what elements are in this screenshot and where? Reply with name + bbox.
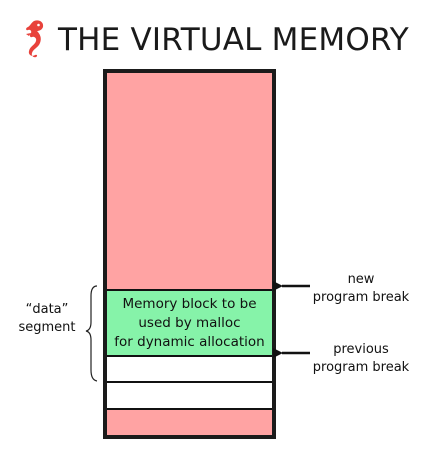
malloc-label-line-1: Memory block to be [122,295,257,312]
seahorse-icon [26,20,44,58]
new-break-line-2: program break [312,290,410,305]
data-block-2 [107,381,272,410]
page-title: THE VIRTUAL MEMORY [58,22,409,58]
malloc-memory-block: Memory block to be used by malloc for dy… [107,289,272,357]
previous-break-line-2: program break [312,360,410,375]
malloc-label-line-2: used by malloc [138,314,241,331]
virtual-memory-column: Memory block to be used by malloc for dy… [103,69,276,439]
data-segment-brace [85,285,98,382]
new-break-line-1: new [347,272,375,287]
malloc-block-label: Memory block to be used by malloc for dy… [114,295,264,352]
previous-break-line-1: previous [333,342,389,357]
previous-program-break-label: previous program break [306,341,416,377]
data-segment-line-2: segment [18,320,76,335]
malloc-label-line-3: for dynamic allocation [114,333,265,350]
data-segment-line-1: “data” [25,302,69,317]
new-program-break-label: new program break [306,271,416,307]
data-segment-label: “data” segment [12,301,82,337]
